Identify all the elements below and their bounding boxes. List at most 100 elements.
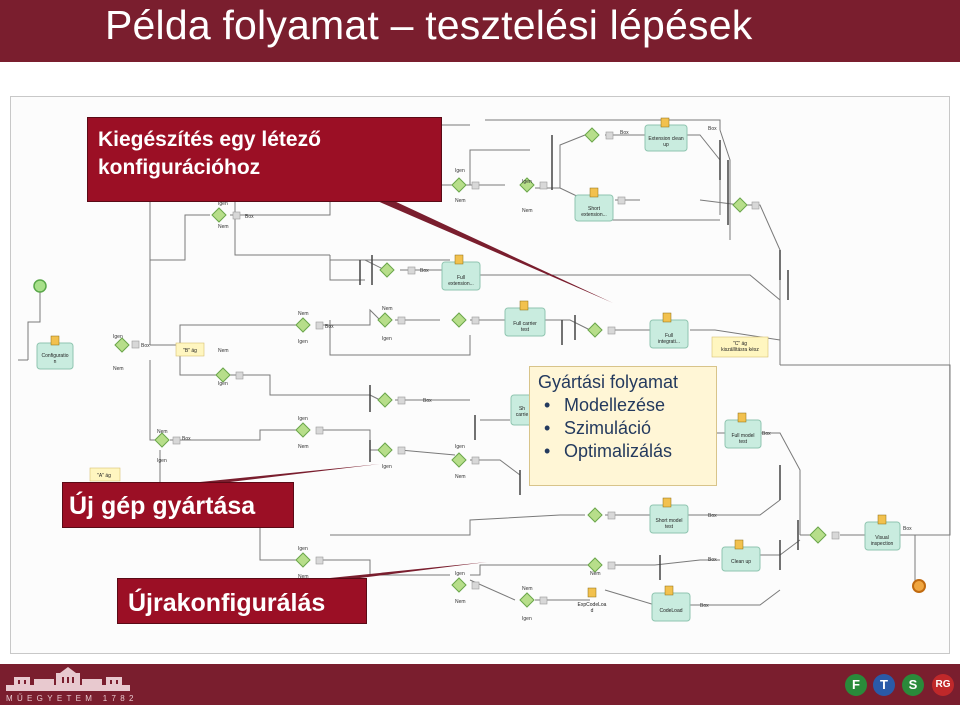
edge-label: Igen <box>382 464 392 470</box>
task-configuration[interactable] <box>36 335 74 370</box>
edge-label: Igen <box>455 168 465 174</box>
university-building-logo <box>6 667 130 691</box>
callout-pointers <box>200 200 613 578</box>
gateway-22 <box>732 197 748 213</box>
edge-label: Box <box>141 343 150 349</box>
task-full-extension[interactable] <box>441 254 481 291</box>
edge-label: Nem <box>522 208 533 214</box>
label-line: extension... <box>581 212 607 218</box>
note-title: Gyártási folyamat <box>538 372 679 392</box>
label-line: integrati... <box>658 339 680 345</box>
ftsrg-logo-t: T <box>873 674 895 696</box>
label-line: n <box>54 359 57 365</box>
gateway-17 <box>519 592 535 608</box>
gateway-5 <box>295 317 311 333</box>
note-item: Modellezése <box>544 394 716 417</box>
label-line: test <box>521 327 530 333</box>
task-full-model-test[interactable] <box>724 412 762 449</box>
title-bar <box>0 0 960 62</box>
callout-new-machine: Új gép gyártása <box>62 482 294 528</box>
callout-extension: Kiegészítés egy létező konfigurációhoz <box>87 117 442 202</box>
edge-label: Nem <box>455 599 466 605</box>
gateway-15 <box>451 577 467 593</box>
gateway-8 <box>377 312 393 328</box>
edge-label: Nem <box>298 311 309 317</box>
edge-label: Nem <box>522 586 533 592</box>
edge-label: Igen <box>218 381 228 387</box>
label-annotation-b: "B" ág <box>183 348 197 354</box>
edge-label: Nem <box>455 474 466 480</box>
note-item: Optimalizálás <box>544 440 716 463</box>
edge-label: Igen <box>298 416 308 422</box>
task-extension-clean-up[interactable] <box>644 117 688 152</box>
edge-label: Nem <box>455 198 466 204</box>
edge-label: Nem <box>298 444 309 450</box>
annotation-c <box>711 336 769 358</box>
footer-bar <box>0 664 960 705</box>
label-line: inspection <box>871 541 894 547</box>
label-line: kiszállításra kész <box>721 347 759 353</box>
gateway-6 <box>295 422 311 438</box>
edge-label: Igen <box>455 444 465 450</box>
edge-label: Igen <box>157 458 167 464</box>
gateway-1 <box>114 337 130 353</box>
gateway-7 <box>295 552 311 568</box>
ftsrg-logo-f: F <box>845 674 867 696</box>
edge-label: Box <box>708 126 717 132</box>
label-annotation-a: "A" ág <box>97 473 111 479</box>
task-full-integration[interactable] <box>649 312 689 349</box>
gateway-18 <box>584 127 600 143</box>
task-visual-inspection[interactable] <box>864 514 901 551</box>
edge-label: Igen <box>298 546 308 552</box>
edge-label: Box <box>182 436 191 442</box>
edge-label: Nem <box>218 224 229 230</box>
edge-label: Igen <box>382 336 392 342</box>
gateway-23 <box>809 526 827 544</box>
gateway-19 <box>587 322 603 338</box>
edge-labels: Igen Nem Box Nem Igen Box Igen Nem Nem I… <box>113 126 912 622</box>
gateway-10 <box>377 442 393 458</box>
task-clean-up[interactable] <box>721 539 761 572</box>
start-event[interactable] <box>33 279 47 293</box>
gateway-14 <box>451 452 467 468</box>
gateway-3 <box>211 207 227 223</box>
gateway-11 <box>379 262 395 278</box>
edge-label: Nem <box>590 571 601 577</box>
label-line: up <box>663 142 669 148</box>
edge-label: Igen <box>218 201 228 207</box>
task-short-model-test[interactable] <box>649 497 689 534</box>
gateway-9 <box>377 392 393 408</box>
task-codeload[interactable] <box>651 585 691 622</box>
edge-label: Box <box>423 398 432 404</box>
end-event[interactable] <box>912 579 926 593</box>
edge-label: Box <box>708 513 717 519</box>
gateway-12 <box>451 177 467 193</box>
task-short-extension[interactable] <box>574 187 614 222</box>
label-line: carrie <box>516 412 529 418</box>
label-line: test <box>665 524 674 530</box>
edge-label: Box <box>420 268 429 274</box>
edge-label: Igen <box>455 571 465 577</box>
edge-label: Box <box>325 324 334 330</box>
slide-title: Példa folyamat – tesztelési lépések <box>105 2 753 48</box>
university-name: MŰEGYETEM 1782 <box>6 694 138 703</box>
edge-label: Igen <box>298 339 308 345</box>
task-full-carrier-test[interactable] <box>504 300 546 337</box>
annotation-a <box>89 467 121 482</box>
edge-label: Nem <box>218 348 229 354</box>
gateway-2 <box>154 432 170 448</box>
parallel-bars <box>359 135 799 580</box>
task-expcodeload[interactable] <box>587 587 597 598</box>
ftsrg-logo-s: S <box>902 674 924 696</box>
label-clean-up: Clean up <box>731 559 751 565</box>
edge-label: Nem <box>382 306 393 312</box>
intermediate-markers <box>131 131 840 605</box>
label-line: test <box>739 439 748 445</box>
